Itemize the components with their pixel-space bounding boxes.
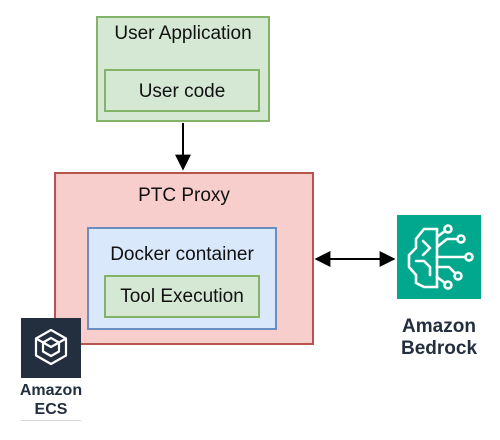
ptc-proxy-label: PTC Proxy [138,185,230,206]
docker-container-label: Docker container [110,244,254,265]
tool-execution-box: Tool Execution [104,275,260,318]
amazon-bedrock-icon [397,215,481,299]
amazon-ecs-label: Amazon ECS [19,382,83,418]
tool-execution-label: Tool Execution [120,286,244,307]
amazon-bedrock-label: Amazon Bedrock [400,316,478,359]
user-code-box: User code [104,69,260,112]
ecs-label-divider [21,420,81,421]
user-application-label: User Application [114,23,252,44]
user-code-label: User code [138,81,226,102]
amazon-ecs-icon [21,318,81,378]
